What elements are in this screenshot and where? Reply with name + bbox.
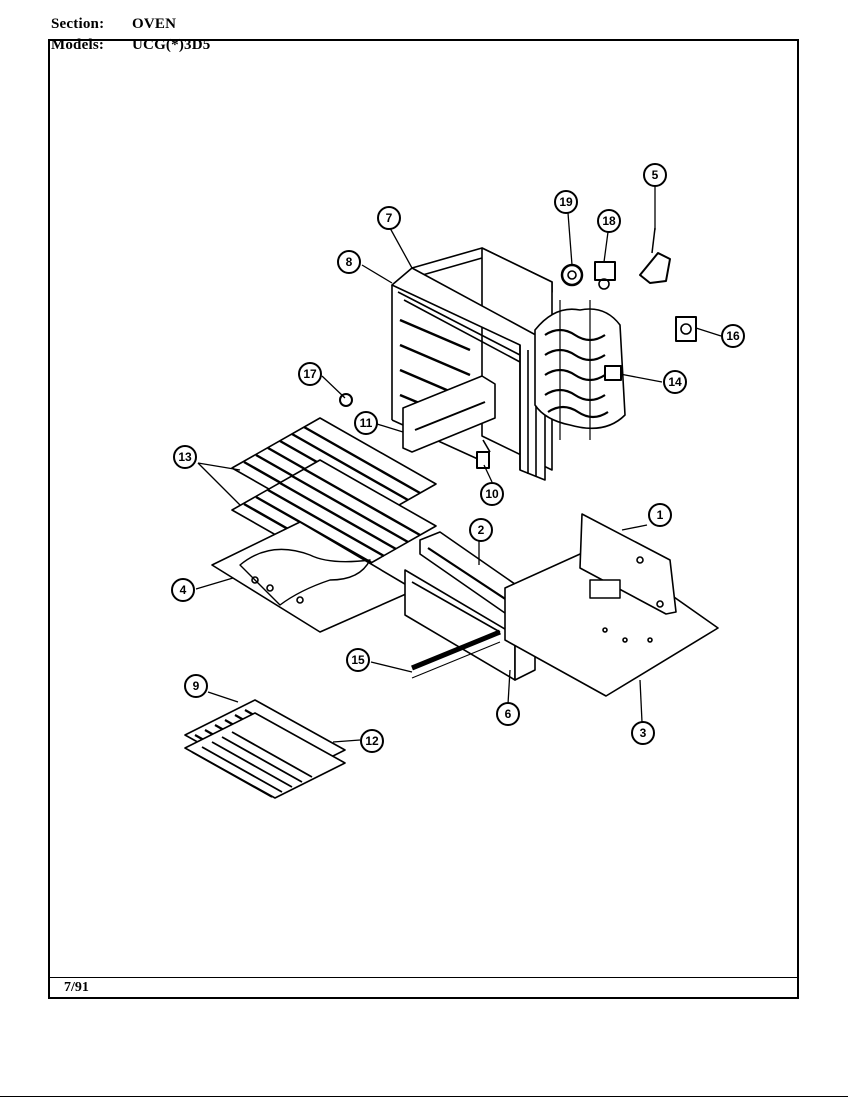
callout-number: 4 [180, 583, 187, 597]
callout-1: 1 [648, 503, 672, 527]
callout-19: 19 [554, 190, 578, 214]
page-bottom-rule [0, 1096, 848, 1097]
callout-13: 13 [173, 445, 197, 469]
ignitor-drawing [339, 393, 491, 469]
callout-number: 1 [657, 508, 664, 522]
oven-racks-drawing [231, 417, 437, 577]
callout-14: 14 [663, 370, 687, 394]
callout-number: 17 [303, 367, 317, 381]
callout-10: 10 [480, 482, 504, 506]
footer-divider [48, 977, 799, 978]
callout-9: 9 [184, 674, 208, 698]
callout-number: 2 [478, 523, 485, 537]
callout-5: 5 [643, 163, 667, 187]
oven-base-drawing [504, 513, 719, 697]
callout-2: 2 [469, 518, 493, 542]
callout-number: 11 [360, 416, 373, 430]
callout-number: 9 [193, 679, 200, 693]
section-label: Section: [51, 16, 105, 32]
callout-15: 15 [346, 648, 370, 672]
callout-4: 4 [171, 578, 195, 602]
callout-17: 17 [298, 362, 322, 386]
callout-11: 11 [354, 411, 378, 435]
callout-18: 18 [597, 209, 621, 233]
callout-number: 8 [346, 255, 353, 269]
callout-number: 7 [386, 211, 393, 225]
callout-8: 8 [337, 250, 361, 274]
models-label: Models: [51, 37, 105, 53]
callout-number: 3 [640, 726, 647, 740]
callout-number: 16 [726, 329, 740, 343]
section-value: OVEN [132, 16, 177, 32]
burner-assembly-drawing [534, 227, 697, 440]
callout-leader-lines [195, 186, 722, 743]
broiler-pan-drawing [184, 699, 346, 799]
diagram-frame [48, 39, 799, 999]
footer-date: 7/91 [64, 980, 89, 995]
callout-12: 12 [360, 729, 384, 753]
callout-number: 10 [485, 487, 499, 501]
callout-16: 16 [721, 324, 745, 348]
callout-number: 15 [351, 653, 365, 667]
callout-6: 6 [496, 702, 520, 726]
callout-number: 6 [505, 707, 512, 721]
models-value: UCG(*)3D5 [132, 37, 211, 53]
callout-number: 13 [178, 450, 192, 464]
callout-number: 5 [652, 168, 659, 182]
callout-7: 7 [377, 206, 401, 230]
callout-number: 18 [602, 214, 616, 228]
callout-number: 12 [365, 734, 379, 748]
oven-liner-drawing [391, 247, 553, 481]
callout-number: 14 [668, 375, 682, 389]
callout-3: 3 [631, 721, 655, 745]
callout-number: 19 [559, 195, 573, 209]
